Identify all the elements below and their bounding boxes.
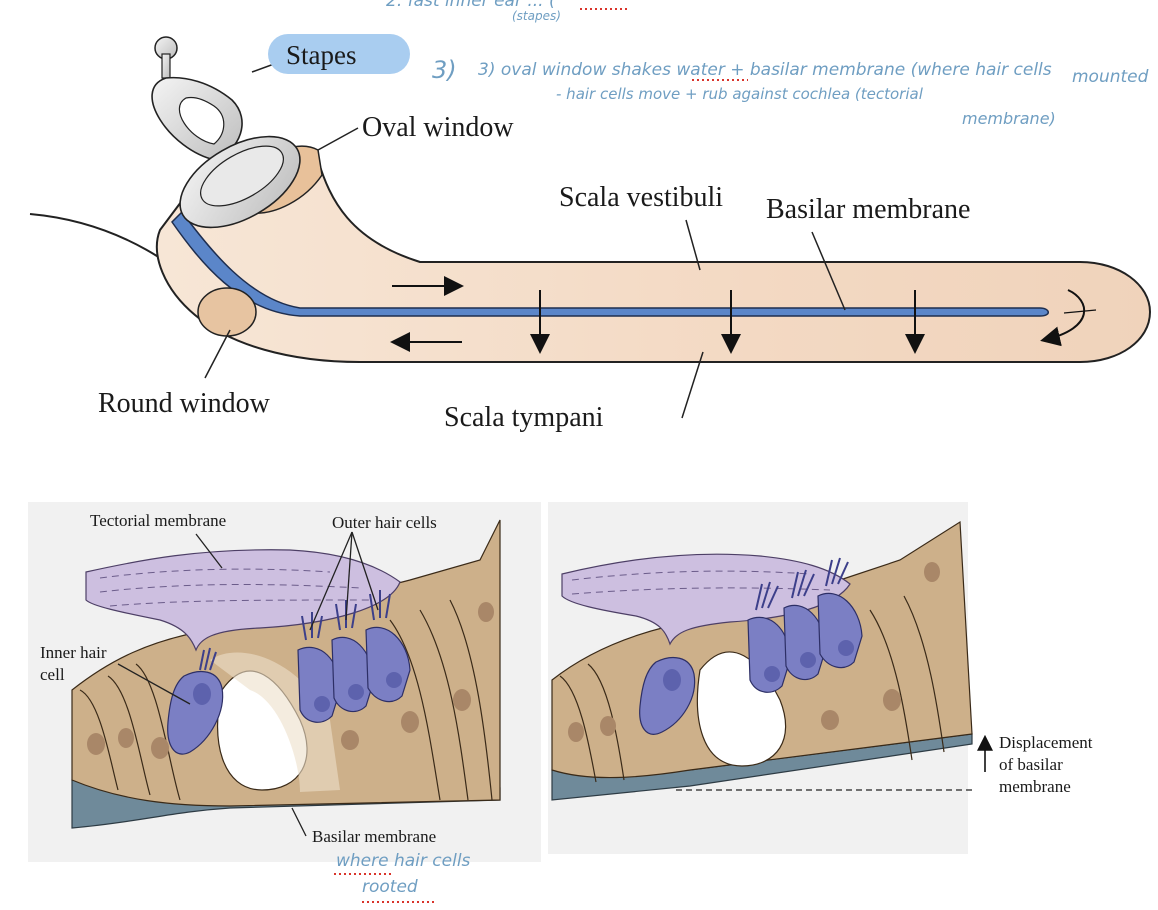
- label-oval-window: Oval window: [362, 112, 514, 143]
- label-displacement-2: of basilar: [999, 755, 1063, 774]
- label-outer-hair-cells: Outer hair cells: [332, 513, 437, 532]
- label-basilar-membrane-top: Basilar membrane: [766, 194, 970, 225]
- label-tectorial-membrane: Tectorial membrane: [90, 511, 226, 530]
- label-basilar-membrane-bottom: Basilar membrane: [312, 827, 436, 846]
- handwritten-notes: 2. fast inner ear ... ( (stapes) 3) 3) o…: [386, 0, 1149, 128]
- basilar-membrane-band: [171, 210, 1049, 317]
- label-inner-hair-cell-2: cell: [40, 665, 65, 684]
- note-step3-line2: - hair cells move + rub against cochlea …: [556, 85, 924, 103]
- label-round-window: Round window: [98, 388, 271, 419]
- label-scala-tympani: Scala tympani: [444, 402, 604, 433]
- note-step3-mounted: mounted: [1072, 67, 1149, 87]
- label-displacement-3: membrane: [999, 777, 1071, 796]
- tectorial-membrane-left: [85, 549, 401, 652]
- round-window-shape: [197, 287, 257, 337]
- label-stapes: Stapes: [286, 40, 357, 70]
- helicotrema-tip: [1063, 309, 1097, 314]
- note-step3-line1: 3): [432, 56, 457, 84]
- stapes-pill-highlight: [268, 34, 410, 74]
- note-bottom-line2: rooted: [362, 877, 418, 897]
- label-inner-hair-cell-1: Inner hair: [40, 643, 107, 662]
- label-scala-vestibuli: Scala vestibuli: [559, 182, 723, 213]
- note-bottom-line1: where hair cells: [336, 851, 471, 871]
- organ-of-corti-displaced: Displacement of basilar membrane: [548, 502, 1093, 854]
- uncoiled-cochlea: Stapes Oval window Scala vestibuli Basil…: [29, 34, 1152, 433]
- stapes-bone: [151, 36, 301, 229]
- note-top-line-2: (stapes): [512, 9, 561, 23]
- inner-hair-cell-right: [639, 656, 696, 735]
- helicotrema-arrow: [1040, 289, 1086, 347]
- note-top-line-1: 2. fast inner ear ... (: [386, 0, 557, 11]
- bottom-handwritten-note: where hair cells rooted: [334, 851, 471, 903]
- organ-of-corti-rest: Tectorial membrane Outer hair cells Inne…: [28, 502, 541, 862]
- label-displacement-1: Displacement: [999, 733, 1093, 752]
- note-step3-line3: membrane): [962, 109, 1056, 128]
- note-step3-line1-text: 3) oval window shakes water + basilar me…: [478, 60, 1052, 80]
